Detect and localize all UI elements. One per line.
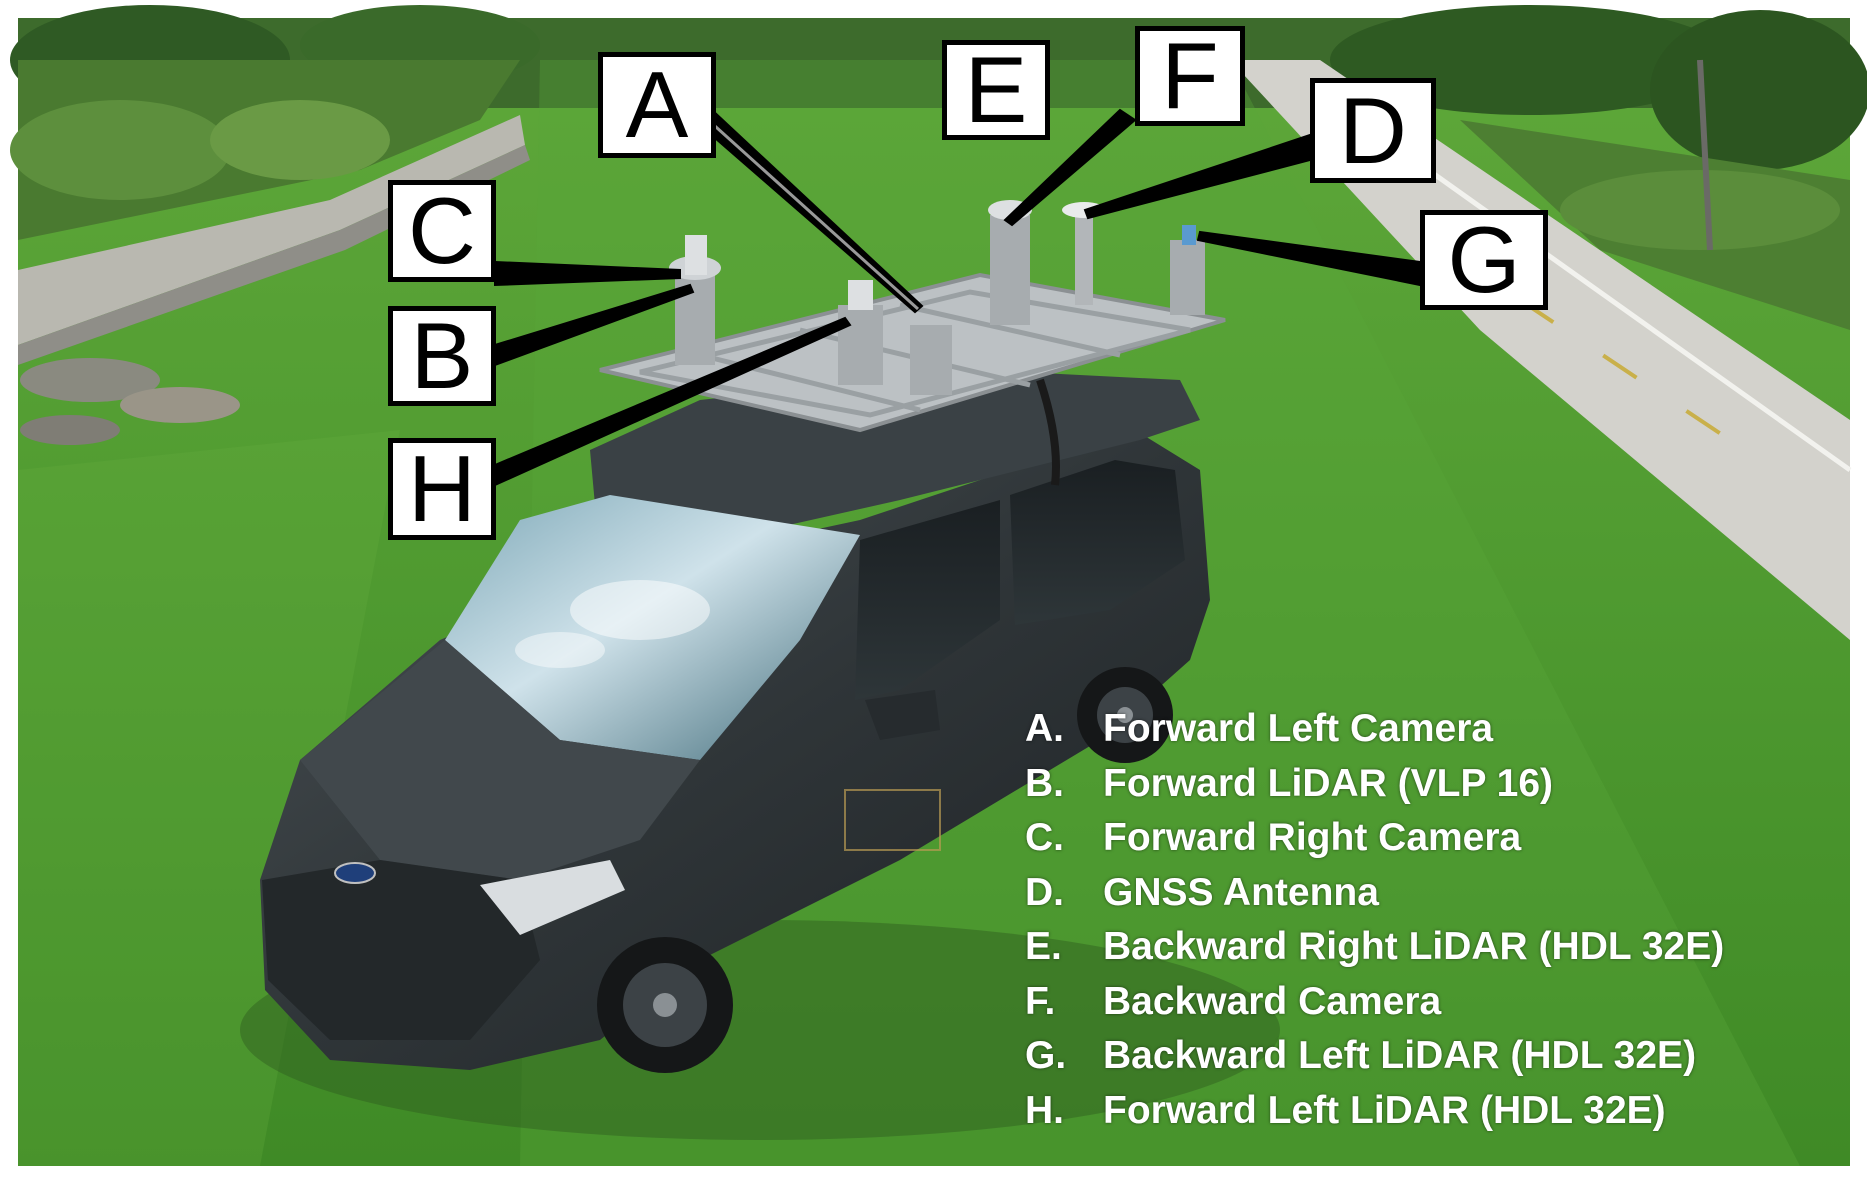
legend-letter: E.	[1025, 925, 1062, 969]
door-logo	[844, 789, 941, 851]
legend-letter: G.	[1025, 1034, 1067, 1078]
callout-e: E	[942, 40, 1050, 140]
legend-letter: A.	[1025, 707, 1064, 751]
legend-letter: D.	[1025, 870, 1064, 914]
legend-letter: B.	[1025, 761, 1064, 805]
callout-c: C	[388, 180, 496, 282]
legend-label: Backward Right LiDAR (HDL 32E)	[1103, 925, 1725, 969]
callout-leaders	[494, 108, 1421, 487]
headlight	[480, 860, 625, 935]
hood	[300, 640, 700, 880]
sensor-rack	[599, 200, 1226, 486]
legend-item: H. Forward Left LiDAR (HDL 32E)	[1025, 1084, 1845, 1139]
legend-item: C. Forward Right Camera	[1025, 811, 1845, 866]
callout-h: H	[388, 438, 496, 540]
legend-label: GNSS Antenna	[1103, 870, 1379, 914]
walking-path	[1230, 60, 1850, 640]
side-window-front	[855, 500, 1000, 700]
callout-b: B	[388, 306, 496, 406]
legend-item: A. Forward Left Camera	[1025, 702, 1845, 757]
callout-a: A	[598, 52, 716, 158]
callout-f: F	[1135, 26, 1245, 126]
legend-label: Forward LiDAR (VLP 16)	[1103, 761, 1554, 805]
side-mirror	[865, 690, 940, 740]
legend-label: Forward Left LiDAR (HDL 32E)	[1103, 1088, 1666, 1132]
side-window-rear	[1010, 460, 1185, 625]
legend-label: Backward Left LiDAR (HDL 32E)	[1103, 1034, 1697, 1078]
ford-badge	[334, 862, 376, 884]
legend-item: E. Backward Right LiDAR (HDL 32E)	[1025, 920, 1845, 975]
callout-g: G	[1420, 210, 1548, 310]
legend-item: F. Backward Camera	[1025, 975, 1845, 1030]
legend-letter: F.	[1025, 979, 1056, 1023]
legend-letter: H.	[1025, 1088, 1064, 1132]
legend-item: D. GNSS Antenna	[1025, 866, 1845, 921]
front-bumper	[262, 860, 540, 1040]
legend-label: Backward Camera	[1103, 979, 1442, 1023]
legend-item: B. Forward LiDAR (VLP 16)	[1025, 757, 1845, 812]
retaining-wall	[18, 115, 525, 345]
legend-label: Forward Left Camera	[1103, 707, 1494, 751]
callout-d: D	[1310, 78, 1436, 183]
legend-letter: C.	[1025, 816, 1064, 860]
legend-label: Forward Right Camera	[1103, 816, 1522, 860]
legend-item: G. Backward Left LiDAR (HDL 32E)	[1025, 1029, 1845, 1084]
